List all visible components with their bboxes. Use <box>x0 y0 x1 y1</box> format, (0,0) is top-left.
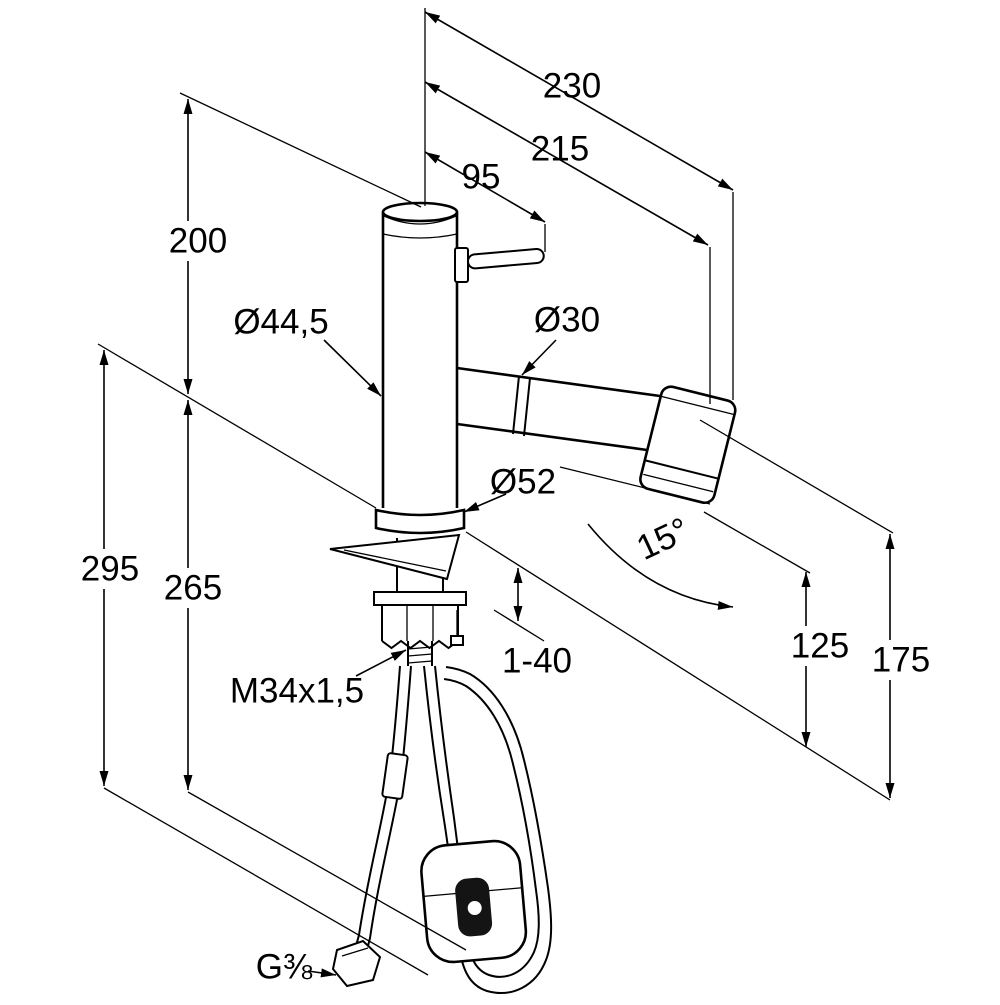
spout-fill <box>457 368 660 450</box>
label-backgrounds <box>75 221 936 680</box>
ext-175-diagonal <box>699 419 894 534</box>
dim-line-95 <box>424 151 546 223</box>
label-bg-200 <box>163 221 233 261</box>
faucet-assembly <box>329 201 737 994</box>
hose-coupling-body <box>381 752 409 800</box>
spout-joint-line-2 <box>523 377 531 437</box>
bottom-plane-265 <box>187 791 467 951</box>
body-fill <box>383 212 457 508</box>
leader-body-diameter <box>323 339 382 397</box>
label-bg-265 <box>158 568 228 608</box>
base-flange <box>374 508 466 535</box>
lever-pin <box>466 247 545 270</box>
nut-serration <box>381 639 459 650</box>
spray-head-top-seam <box>660 395 735 416</box>
spout-top-edge <box>456 366 661 398</box>
counter-plane-left <box>97 343 377 509</box>
spout-bottom-edge <box>456 422 648 452</box>
label-bg-125 <box>785 626 855 666</box>
lever-handle <box>466 247 545 270</box>
dim-body-height-label: 265 <box>164 569 222 608</box>
aerator-groove <box>643 473 714 493</box>
label-bg-175 <box>866 640 936 680</box>
thread-line-1 <box>407 646 433 650</box>
angle-reference-line <box>559 466 711 505</box>
spray-hose-loop-outer <box>445 666 553 994</box>
ext-125-diagonal <box>703 511 811 574</box>
supply-hose-inner <box>366 665 412 951</box>
dim-total-projection-label: 230 <box>543 67 601 106</box>
dim-line-215 <box>424 81 709 246</box>
dim-mounting-thread-label: M34x1,5 <box>230 672 364 711</box>
dim-lever-length-label: 95 <box>462 158 501 197</box>
g38-union-nut <box>331 939 382 988</box>
leader-supply-connection <box>307 968 337 978</box>
leader-base-diameter <box>463 493 507 513</box>
dim-spray-outlet-height-label: 125 <box>791 627 849 666</box>
spray-head-joint-seam <box>644 459 719 480</box>
deck-bottom-tick <box>493 609 545 642</box>
hose-weight-slot-hole <box>467 900 482 915</box>
dim-spout-projection-label: 215 <box>531 130 589 169</box>
hose-coupling <box>381 752 409 800</box>
mounting-bracket-inner-line <box>343 549 447 572</box>
hoses <box>331 665 553 994</box>
dim-base-diameter-label: Ø52 <box>490 463 556 502</box>
dim-total-height-label: 295 <box>81 550 139 589</box>
washer <box>373 591 467 606</box>
mounting-bracket <box>329 533 461 581</box>
cap-top-ellipse <box>381 201 459 223</box>
hose-weight <box>420 839 528 964</box>
leader-mounting-thread <box>355 649 407 677</box>
dim-body-diameter-label: Ø44,5 <box>233 303 328 342</box>
spout-joint-line-1 <box>512 375 520 435</box>
top-plane-extension <box>179 92 422 208</box>
handle-base <box>454 247 469 283</box>
g38-union-nut-facet <box>341 947 369 957</box>
fixing-screw-head <box>450 635 464 646</box>
counter-plane-right <box>465 531 891 801</box>
spray-hose-loop-inner <box>443 678 540 978</box>
thread-line-3 <box>407 660 433 664</box>
spray-head <box>639 385 737 505</box>
dim-spray-head-angle-label: 15° <box>631 510 695 568</box>
dimension-labels: 230 215 95 200 295 265 125 175 1-40 Ø44,… <box>81 67 930 987</box>
bottom-plane-295 <box>103 787 429 976</box>
dim-spout-height-label: 175 <box>872 641 930 680</box>
nut-fill <box>382 605 458 641</box>
label-bg-295 <box>75 549 145 589</box>
dim-upper-body-height-label: 200 <box>169 222 227 261</box>
dim-supply-connection-label: G⅜ <box>256 948 313 987</box>
dim-spout-diameter-label: Ø30 <box>534 301 600 340</box>
leader-spout-diameter <box>521 339 557 376</box>
thread-line-2 <box>407 653 433 657</box>
angle-arc-15 <box>587 523 734 610</box>
dim-deck-thickness-label: 1-40 <box>502 642 572 681</box>
